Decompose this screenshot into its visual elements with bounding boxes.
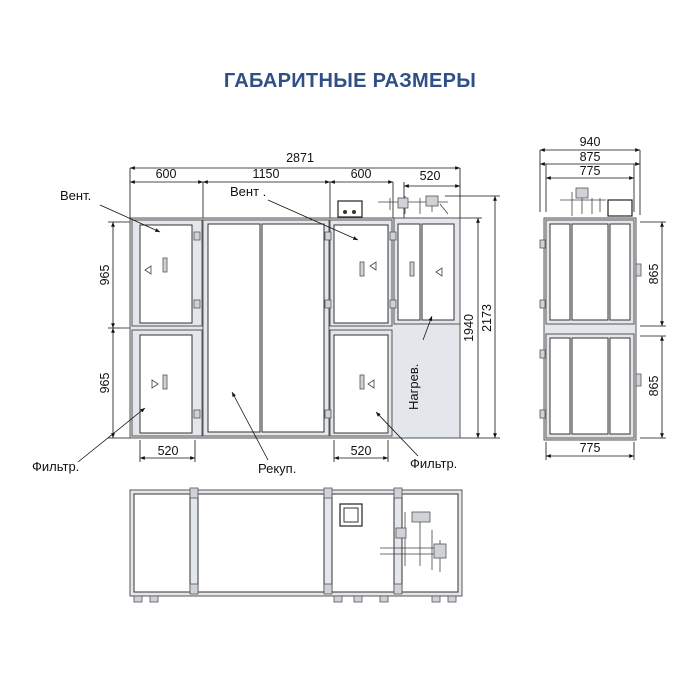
dim-seg1: 600: [156, 167, 177, 181]
top-piping: [380, 512, 445, 572]
dim-right-inner: 1940: [462, 314, 476, 342]
dim-left-lower: 965: [98, 373, 112, 394]
label-vent-mid: Вент .: [230, 184, 266, 199]
side-view: 940 875 775: [539, 135, 666, 460]
label-vent-left: Вент.: [60, 188, 91, 203]
front-view: 2871 600 1150 600 520 965 965 1940: [32, 151, 500, 476]
dim-left-upper: 965: [98, 265, 112, 286]
dim-side-h-lower: 865: [647, 376, 661, 397]
dim-seg2: 1150: [253, 167, 280, 181]
dim-bottom-right: 520: [351, 444, 372, 458]
top-view: [129, 487, 463, 603]
page-title: ГАБАРИТНЫЕ РАЗМЕРЫ: [223, 70, 477, 92]
side-control-box: [607, 199, 633, 217]
label-filter-left: Фильтр.: [32, 459, 79, 474]
dim-total-width: 2871: [286, 151, 314, 165]
heater-panel: [421, 223, 455, 321]
control-box: [337, 200, 363, 218]
dim-right-outer: 2173: [480, 304, 494, 332]
label-recup: Рекуп.: [258, 461, 296, 476]
recup-panel-right: [261, 223, 325, 433]
dim-side-bottom: 775: [580, 441, 601, 455]
side-piping: [560, 192, 606, 216]
dim-side-h-upper: 865: [647, 264, 661, 285]
dim-side-w-outer: 940: [580, 135, 601, 149]
vent-left-panel: [139, 224, 193, 324]
dim-seg4: 520: [420, 169, 441, 183]
dim-seg3: 600: [351, 167, 372, 181]
label-heater: Нагрев.: [406, 364, 421, 410]
recup-panel-left: [207, 223, 261, 433]
dim-side-w-mid: 875: [580, 150, 601, 164]
dim-side-w-inner: 775: [580, 164, 601, 178]
label-filter-right: Фильтр.: [410, 456, 457, 471]
dim-bottom-left: 520: [158, 444, 179, 458]
